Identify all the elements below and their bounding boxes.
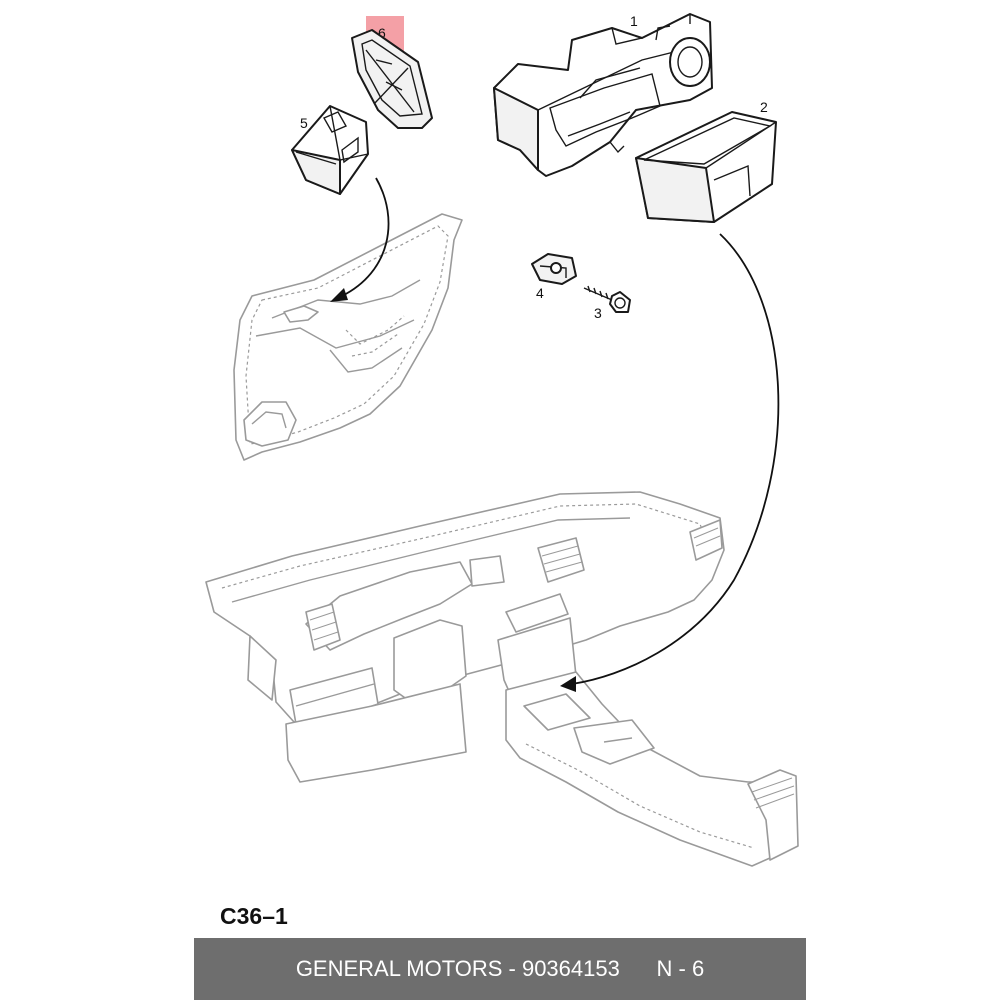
part-1-storage-tray[interactable] <box>493 13 713 177</box>
door-panel-ghost <box>233 213 463 461</box>
arrow-part5-to-door <box>330 177 390 302</box>
callout-6[interactable]: 6 <box>378 25 386 41</box>
diagram-code: C36–1 <box>220 903 288 929</box>
callout-2[interactable]: 2 <box>760 99 768 115</box>
part-3-screw[interactable] <box>583 285 631 313</box>
callout-5[interactable]: 5 <box>300 115 308 131</box>
part-4-clip[interactable] <box>531 253 577 285</box>
footer-text: GENERAL MOTORS - 90364153 N - 6 <box>295 956 705 981</box>
arrow-part2-to-console <box>560 233 780 692</box>
part-6-frame[interactable] <box>351 29 433 129</box>
part-2-insert-tray[interactable] <box>635 111 777 223</box>
part-5-pocket[interactable] <box>291 105 369 195</box>
footer-bar: GENERAL MOTORS - 90364153 N - 6 <box>194 938 806 1000</box>
callout-1[interactable]: 1 <box>630 13 638 29</box>
callout-4[interactable]: 4 <box>536 285 544 301</box>
instrument-panel-ghost <box>205 491 799 867</box>
callout-3[interactable]: 3 <box>594 305 602 321</box>
